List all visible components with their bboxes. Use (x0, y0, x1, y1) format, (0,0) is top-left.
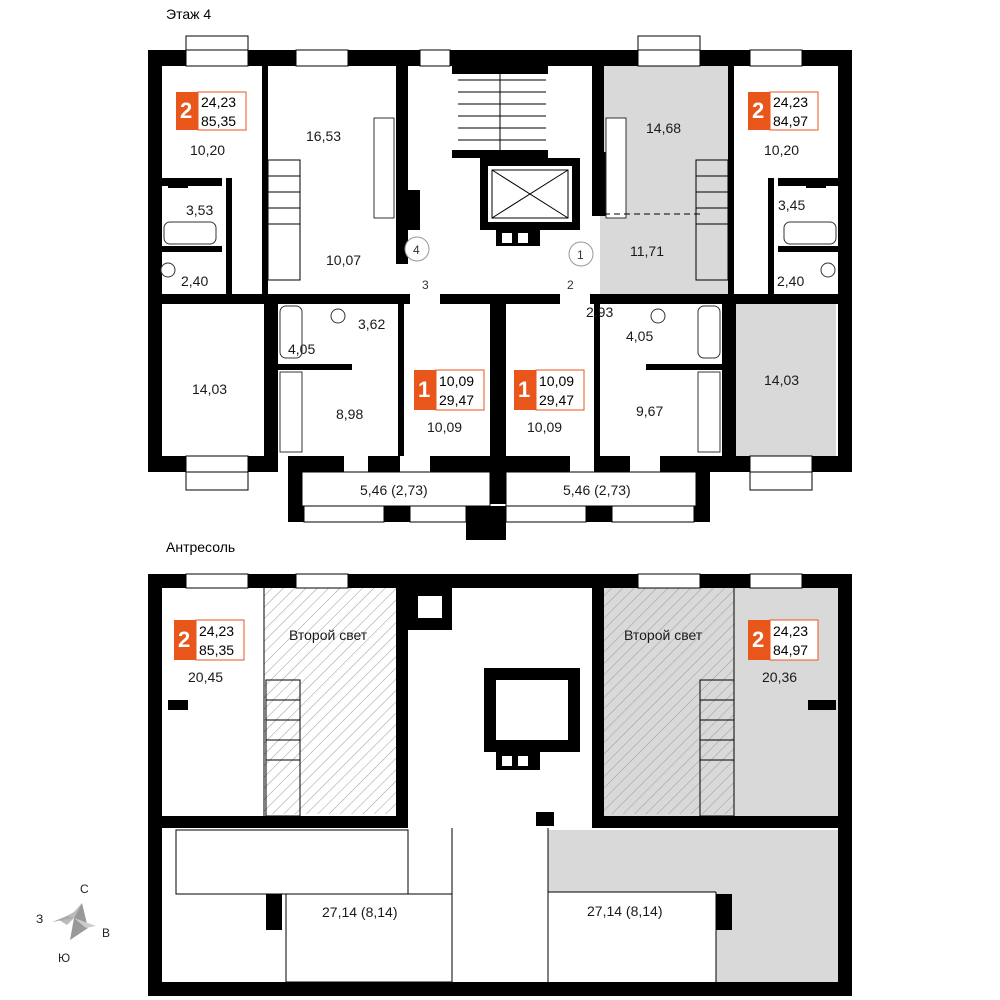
mezzanine-walls (148, 573, 852, 996)
room-area: 14,68 (646, 120, 681, 136)
room-area: 27,14 (8,14) (587, 903, 663, 919)
badge-living-area: 24,23 (773, 623, 808, 639)
compass-south: Ю (58, 951, 70, 965)
room-area: 5,46 (2,73) (563, 482, 631, 498)
floor-highlight (600, 66, 836, 456)
door-numbers: 1 2 3 4 (404, 236, 594, 292)
badge-rooms: 2 (752, 627, 764, 652)
room-area: 20,36 (762, 669, 797, 685)
badge-rooms: 1 (418, 377, 430, 402)
apartment-badge-floor-left[interactable]: 2 24,23 85,35 (176, 91, 247, 131)
floor-room-labels: 10,20 16,53 3,53 2,40 10,07 14,03 4,05 3… (181, 120, 805, 498)
room-area: 2,93 (586, 304, 613, 320)
badge-rooms: 2 (752, 98, 764, 123)
void-label: Второй свет (624, 627, 703, 643)
apartment-badge-floor-right[interactable]: 2 24,23 84,97 (748, 91, 819, 131)
room-area: 3,53 (186, 202, 213, 218)
room-area: 10,09 (527, 419, 562, 435)
badge-total-area: 29,47 (539, 392, 574, 408)
room-area: 10,20 (190, 142, 225, 158)
floor-fixtures (160, 117, 837, 453)
badge-living-area: 10,09 (539, 373, 574, 389)
room-area: 14,03 (764, 372, 799, 388)
room-area: 8,98 (336, 406, 363, 422)
room-area: 10,09 (427, 419, 462, 435)
room-area: 20,45 (188, 669, 223, 685)
badge-living-area: 24,23 (773, 94, 808, 110)
door-number-3: 3 (422, 278, 429, 292)
badge-total-area: 84,97 (773, 642, 808, 658)
room-area: 14,03 (192, 381, 227, 397)
apartment-badge-floor-mid-right[interactable]: 1 10,09 29,47 (514, 369, 585, 411)
badge-rooms: 1 (518, 377, 530, 402)
room-area: 3,62 (358, 316, 385, 332)
apartment-badge-mezz-right[interactable]: 2 24,23 84,97 (748, 619, 819, 661)
void-label: Второй свет (289, 627, 368, 643)
room-area: 10,20 (764, 142, 799, 158)
mezzanine-title: Антресоль (166, 539, 235, 555)
mezzanine-room-labels: Второй свет Второй свет 20,45 20,36 27,1… (188, 627, 797, 920)
floor-walls (148, 35, 852, 540)
badge-rooms: 2 (180, 98, 192, 123)
badge-total-area: 29,47 (439, 392, 474, 408)
room-area: 5,46 (2,73) (360, 482, 428, 498)
door-number-2: 2 (567, 278, 574, 292)
badge-total-area: 85,35 (199, 642, 234, 658)
compass-icon: С Ю З В (36, 882, 110, 965)
badge-total-area: 85,35 (201, 113, 236, 129)
room-area: 11,71 (630, 243, 664, 259)
compass-north: С (80, 882, 89, 896)
apartment-badge-mezz-left[interactable]: 2 24,23 85,35 (174, 619, 245, 661)
room-area: 3,45 (778, 197, 805, 213)
room-area: 27,14 (8,14) (322, 904, 398, 920)
badge-rooms: 2 (178, 627, 190, 652)
compass-east: В (102, 926, 110, 940)
door-number-4: 4 (413, 243, 420, 257)
room-area: 4,05 (626, 328, 653, 344)
badge-total-area: 84,97 (773, 113, 808, 129)
badge-living-area: 10,09 (439, 373, 474, 389)
room-area: 16,53 (306, 128, 341, 144)
floor-title: Этаж 4 (166, 6, 211, 22)
apartment-badge-floor-mid-left[interactable]: 1 10,09 29,47 (414, 369, 485, 411)
room-area: 4,05 (288, 341, 315, 357)
door-number-1: 1 (577, 248, 584, 262)
room-area: 2,40 (181, 273, 208, 289)
room-area: 10,07 (326, 252, 361, 268)
room-area: 2,40 (777, 273, 804, 289)
badge-living-area: 24,23 (199, 623, 234, 639)
compass-west: З (36, 912, 43, 926)
badge-living-area: 24,23 (201, 94, 236, 110)
room-area: 9,67 (636, 403, 663, 419)
